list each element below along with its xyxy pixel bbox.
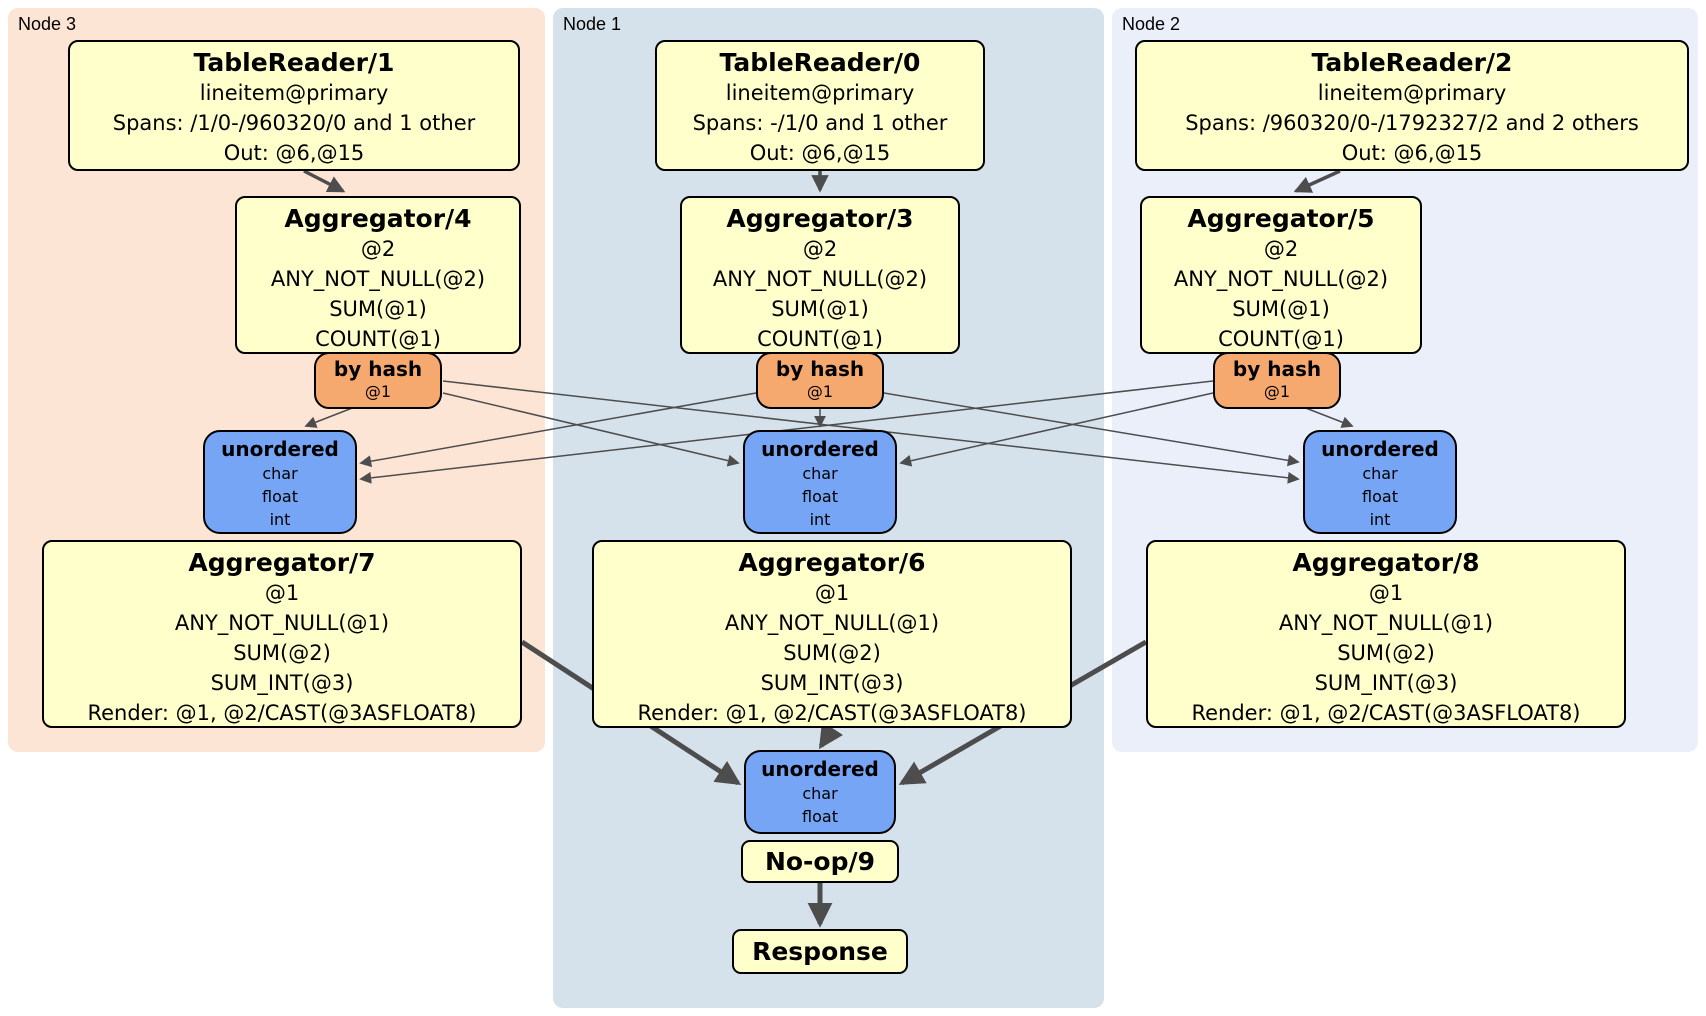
sync-title: unordered: [761, 757, 879, 781]
box-title: Response: [752, 937, 888, 966]
box-title: TableReader/2: [1311, 48, 1513, 77]
aggregator-8-box: Aggregator/8 @1 ANY_NOT_NULL(@1) SUM(@2)…: [1146, 540, 1626, 728]
sync-line: float: [262, 487, 298, 506]
box-line: COUNT(@1): [1218, 327, 1344, 351]
unordered-sync-node2: unordered char float int: [1303, 430, 1457, 534]
box-line: lineitem@primary: [725, 81, 915, 105]
box-line: SUM_INT(@3): [1314, 671, 1458, 695]
byhash-router-node3: by hash @1: [314, 352, 442, 409]
box-line: Out: @6,@15: [1341, 141, 1483, 165]
aggregator-3-box: Aggregator/3 @2 ANY_NOT_NULL(@2) SUM(@1)…: [680, 196, 960, 354]
aggregator-5-box: Aggregator/5 @2 ANY_NOT_NULL(@2) SUM(@1)…: [1140, 196, 1422, 354]
box-line: Out: @6,@15: [749, 141, 891, 165]
box-line: Render: @1, @2/CAST(@3ASFLOAT8): [1191, 701, 1581, 725]
sync-line: int: [269, 510, 291, 529]
edge-tablereader2-aggregator5: [1293, 169, 1341, 193]
router-title: by hash: [1232, 357, 1322, 381]
edge-byhash3-unordered1: [442, 392, 740, 467]
box-title: Aggregator/5: [1187, 204, 1375, 233]
router-line: @1: [806, 382, 834, 401]
sync-line: char: [1362, 464, 1398, 483]
box-line: @2: [360, 237, 396, 261]
box-line: @1: [1368, 581, 1404, 605]
sync-line: float: [802, 487, 838, 506]
sync-line: float: [802, 807, 838, 826]
sync-title: unordered: [221, 437, 339, 461]
router-line: @1: [364, 382, 392, 401]
aggregator-4-box: Aggregator/4 @2 ANY_NOT_NULL(@2) SUM(@1)…: [235, 196, 521, 354]
edge-tablereader1-aggregator4: [303, 169, 346, 193]
box-line: ANY_NOT_NULL(@2): [712, 267, 928, 291]
box-line: @1: [264, 581, 300, 605]
node-panel-2-label: Node 2: [1122, 14, 1181, 34]
sync-title: unordered: [761, 437, 879, 461]
tablereader-2-box: TableReader/2 lineitem@primary Spans: /9…: [1135, 40, 1689, 171]
box-line: SUM(@1): [1232, 297, 1330, 321]
edge-aggregator6-unorderedfinal: [818, 721, 844, 750]
aggregator-7-box: Aggregator/7 @1 ANY_NOT_NULL(@1) SUM(@2)…: [42, 540, 522, 728]
box-line: SUM_INT(@3): [210, 671, 354, 695]
sync-line: char: [262, 464, 298, 483]
box-line: lineitem@primary: [1317, 81, 1507, 105]
sync-line: char: [802, 784, 838, 803]
edge-byhash1-unordered3: [359, 392, 757, 468]
box-line: @2: [802, 237, 838, 261]
router-line: @1: [1263, 382, 1291, 401]
box-line: SUM(@1): [329, 297, 427, 321]
box-line: lineitem@primary: [199, 81, 389, 105]
box-line: @2: [1263, 237, 1299, 261]
box-title: Aggregator/4: [284, 204, 472, 233]
box-line: ANY_NOT_NULL(@1): [724, 611, 940, 635]
tablereader-0-box: TableReader/0 lineitem@primary Spans: -/…: [655, 40, 985, 171]
sync-line: int: [809, 510, 831, 529]
box-title: Aggregator/6: [738, 548, 926, 577]
box-line: SUM_INT(@3): [760, 671, 904, 695]
box-line: COUNT(@1): [315, 327, 441, 351]
unordered-sync-node1: unordered char float int: [743, 430, 897, 534]
node-panel-1-label: Node 1: [563, 14, 622, 34]
box-line: Render: @1, @2/CAST(@3ASFLOAT8): [637, 701, 1027, 725]
unordered-sync-node3: unordered char float int: [203, 430, 357, 534]
noop-box: No-op/9: [741, 840, 899, 883]
box-line: ANY_NOT_NULL(@1): [1278, 611, 1494, 635]
box-line: SUM(@2): [1337, 641, 1435, 665]
box-line: ANY_NOT_NULL(@2): [270, 267, 486, 291]
sync-line: int: [1369, 510, 1391, 529]
box-title: Aggregator/8: [1292, 548, 1480, 577]
router-title: by hash: [775, 357, 865, 381]
box-line: Render: @1, @2/CAST(@3ASFLOAT8): [87, 701, 477, 725]
box-title: Aggregator/3: [726, 204, 914, 233]
box-line: SUM(@2): [783, 641, 881, 665]
box-line: Spans: /960320/0-/1792327/2 and 2 others: [1185, 111, 1639, 135]
edge-byhash1-unordered2: [883, 392, 1300, 467]
sync-title: unordered: [1321, 437, 1439, 461]
box-line: ANY_NOT_NULL(@2): [1173, 267, 1389, 291]
tablereader-1-box: TableReader/1 lineitem@primary Spans: /1…: [68, 40, 520, 171]
sync-line: char: [802, 464, 838, 483]
box-line: COUNT(@1): [757, 327, 883, 351]
box-line: ANY_NOT_NULL(@1): [174, 611, 390, 635]
box-title: No-op/9: [764, 847, 876, 876]
response-box: Response: [732, 929, 908, 974]
edge-byhash2-unordered1: [899, 392, 1214, 467]
box-line: SUM(@1): [771, 297, 869, 321]
box-line: Out: @6,@15: [223, 141, 365, 165]
box-line: Spans: -/1/0 and 1 other: [692, 111, 948, 135]
box-line: @1: [814, 581, 850, 605]
box-line: Spans: /1/0-/960320/0 and 1 other: [112, 111, 476, 135]
box-title: TableReader/1: [193, 48, 395, 77]
node-panel-3-label: Node 3: [18, 14, 77, 34]
box-title: Aggregator/7: [188, 548, 376, 577]
box-line: SUM(@2): [233, 641, 331, 665]
byhash-router-node1: by hash @1: [756, 352, 884, 409]
box-title: TableReader/0: [719, 48, 921, 77]
sync-line: float: [1362, 487, 1398, 506]
byhash-router-node2: by hash @1: [1213, 352, 1341, 409]
unordered-sync-final: unordered char float: [744, 750, 896, 834]
aggregator-6-box: Aggregator/6 @1 ANY_NOT_NULL(@1) SUM(@2)…: [592, 540, 1072, 728]
router-title: by hash: [333, 357, 423, 381]
